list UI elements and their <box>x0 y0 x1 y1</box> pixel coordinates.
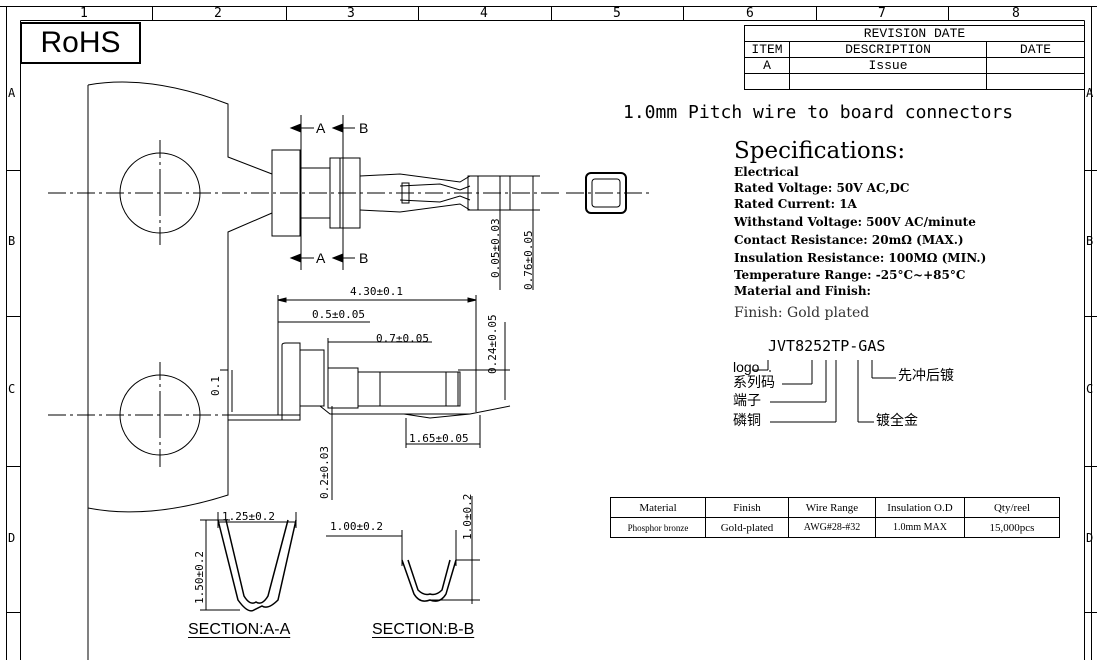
rohs-badge: RoHS <box>20 22 141 64</box>
side-dimensions <box>220 295 510 500</box>
row-label-d-right: D <box>1086 531 1094 545</box>
dim-section-a-height: 1.50±0.2 <box>193 551 206 604</box>
spec-line-5: Contact Resistance: 20mΩ (MAX.) <box>734 233 964 247</box>
part-label-material: 磷铜 <box>733 413 761 429</box>
terminal-end-view <box>585 172 627 214</box>
mat-header-material: Material <box>610 497 706 518</box>
col-label-2: 2 <box>214 6 222 21</box>
dim-section-b-width: 1.00±0.2 <box>330 520 383 533</box>
col-label-4: 4 <box>480 6 488 21</box>
col-label-1: 1 <box>80 6 88 21</box>
row-label-c-right: C <box>1086 382 1094 396</box>
mat-value-finish: Gold-plated <box>705 517 789 538</box>
spec-line-3: Rated Current: 1A <box>734 197 857 211</box>
row-label-d-left: D <box>8 531 16 545</box>
revision-row-description: Issue <box>789 57 987 74</box>
revision-col-description: DESCRIPTION <box>789 41 987 58</box>
dim-section-b-height: 1.0±0.2 <box>461 493 474 540</box>
section-a-a-dims <box>200 512 297 611</box>
col-label-8: 8 <box>1012 6 1020 21</box>
dim-strip-thickness: 0.1 <box>209 376 222 396</box>
section-b-b-caption: SECTION:B-B <box>372 621 475 638</box>
row-label-b-left: B <box>8 234 16 248</box>
revision-col-date: DATE <box>986 41 1085 58</box>
dim-contact-height: 0.24±0.05 <box>486 314 499 374</box>
mat-value-wire-range: AWG#28-#32 <box>788 517 876 538</box>
dim-section-a-width: 1.25±0.2 <box>222 510 275 523</box>
col-label-3: 3 <box>347 6 355 21</box>
dim-front-offset: 0.5±0.05 <box>312 308 365 321</box>
spec-line-7: Temperature Range: -25°C~+85°C <box>734 268 966 282</box>
spec-line-2: Rated Voltage: 50V AC,DC <box>734 181 910 195</box>
dim-contact-length: 0.7±0.05 <box>376 332 429 345</box>
section-marker-a-bottom: A <box>316 250 326 266</box>
col-label-5: 5 <box>613 6 621 21</box>
dim-top-thickness <box>478 175 540 290</box>
col-label-6: 6 <box>746 6 754 21</box>
mat-value-qty: 15,000pcs <box>964 517 1060 538</box>
drawing-title: 1.0mm Pitch wire to board connectors <box>623 102 1014 123</box>
section-b-b-drawing <box>401 559 457 602</box>
row-label-a-right: A <box>1086 86 1094 100</box>
revision-row-item: A <box>744 57 790 74</box>
section-marker-b-top: B <box>359 120 369 136</box>
revision-row-date <box>986 57 1085 74</box>
center-lines <box>48 140 650 468</box>
revision-table: REVISION DATE ITEM DESCRIPTION DATE A Is… <box>744 25 1085 90</box>
section-a-a-drawing <box>217 519 297 612</box>
section-b-b-dims <box>326 496 480 604</box>
part-label-process: 先冲后镀 <box>898 368 954 384</box>
mat-header-insulation: Insulation O.D <box>875 497 965 518</box>
col-label-7: 7 <box>878 6 886 21</box>
dim-bottom-offset: 0.2±0.03 <box>318 446 331 499</box>
frame <box>0 6 1097 660</box>
part-number-code: JVT8252TP-GAS <box>768 337 886 355</box>
dim-crimp-length: 1.65±0.05 <box>409 432 469 445</box>
terminal-top-view <box>271 149 511 237</box>
mat-value-material: Phosphor bronze <box>610 517 706 538</box>
part-label-logo: logo <box>733 359 760 375</box>
terminal-side-view <box>228 342 511 421</box>
spec-line-4: Withstand Voltage: 500V AC/minute <box>734 215 976 229</box>
revision-header: REVISION DATE <box>744 25 1085 42</box>
dim-overall-length: 4.30±0.1 <box>350 285 403 298</box>
section-marker-a-top: A <box>316 120 326 136</box>
revision-col-item: ITEM <box>744 41 790 58</box>
spec-line-1: Electrical <box>734 165 799 179</box>
mat-value-insulation: 1.0mm MAX <box>875 517 965 538</box>
part-label-terminal: 端子 <box>733 393 761 409</box>
dim-gap: 0.05±0.03 <box>489 218 502 278</box>
mat-header-qty: Qty/reel <box>964 497 1060 518</box>
spec-line-8: Material and Finish: <box>734 284 871 298</box>
part-number-leaders <box>752 360 896 423</box>
section-marker-lines <box>289 115 355 270</box>
spec-finish: Finish: Gold plated <box>734 305 870 321</box>
part-label-plating: 镀全金 <box>876 413 918 429</box>
part-label-series: 系列码 <box>733 375 775 391</box>
carrier-strip <box>87 81 273 660</box>
mat-header-wire-range: Wire Range <box>788 497 876 518</box>
row-label-c-left: C <box>8 382 16 396</box>
section-marker-b-bottom: B <box>359 250 369 266</box>
specifications-heading: Specifications: <box>734 138 906 164</box>
row-label-a-left: A <box>8 86 16 100</box>
section-a-a-caption: SECTION:A-A <box>188 621 291 638</box>
material-table: Material Finish Wire Range Insulation O.… <box>610 497 1060 538</box>
row-label-b-right: B <box>1086 234 1094 248</box>
mat-header-finish: Finish <box>705 497 789 518</box>
spec-line-6: Insulation Resistance: 100MΩ (MIN.) <box>734 251 987 265</box>
dim-width: 0.76±0.05 <box>522 230 535 290</box>
